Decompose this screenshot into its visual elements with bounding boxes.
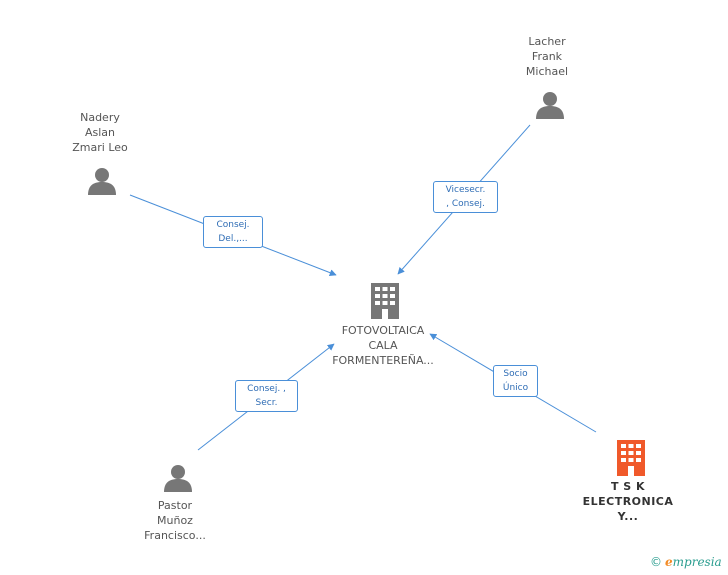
person-lacher-line-3: Michael (525, 65, 569, 78)
building-icon (617, 440, 645, 476)
person-lacher-line-1: Lacher (528, 35, 566, 48)
company-tsk-line-1: T S K (610, 480, 646, 493)
person-icon (88, 168, 116, 195)
person-lacher-line-2: Frank (531, 50, 563, 63)
brand-name: mpresia (672, 555, 722, 569)
center-company-label[interactable]: FOTOVOLTAICA CALA FORMENTEREÑA... (313, 323, 453, 368)
copyright-symbol: © (650, 555, 662, 569)
edge-label-pastor[interactable]: Consej. , Secr. (235, 380, 298, 412)
brand-watermark: ©empresia (650, 555, 722, 569)
center-line-2: CALA (368, 339, 398, 352)
person-nadery-line-1: Nadery (80, 111, 120, 124)
person-nadery-line-3: Zmari Leo (72, 141, 128, 154)
center-line-3: FORMENTEREÑA... (332, 354, 434, 367)
edge-label-tsk[interactable]: Socio Único (493, 365, 538, 397)
person-icon (536, 92, 564, 119)
person-pastor-line-1: Pastor (157, 499, 193, 512)
edge-nadery-line-2: Del.,... (218, 234, 248, 244)
person-pastor-line-2: Muñoz (157, 514, 193, 527)
brand-e: e (665, 555, 673, 569)
center-line-1: FOTOVOLTAICA (341, 324, 425, 337)
person-pastor-line-3: Francisco... (144, 529, 206, 542)
company-label-tsk[interactable]: T S K ELECTRONICA Y... (558, 479, 698, 524)
person-label-nadery[interactable]: Nadery Aslan Zmari Leo (30, 110, 170, 155)
edge-tsk-line-2: Único (502, 383, 529, 393)
building-icon (371, 283, 399, 319)
edge-lacher-line-1: Vicesecr. (445, 185, 486, 195)
edge-label-lacher[interactable]: Vicesecr. , Consej. (433, 181, 498, 213)
edge-tsk-line-1: Socio (503, 369, 528, 379)
edge-pastor-line-2: Secr. (255, 398, 278, 408)
person-icon (164, 465, 192, 492)
person-label-lacher[interactable]: Lacher Frank Michael (477, 34, 617, 79)
edge-pastor-line-1: Consej. , (247, 384, 286, 394)
edge-lacher-line-2: , Consej. (446, 199, 485, 209)
edge-label-nadery[interactable]: Consej. Del.,... (203, 216, 263, 248)
company-tsk-line-2: ELECTRONICA (582, 495, 674, 508)
person-nadery-line-2: Aslan (84, 126, 116, 139)
edge-nadery-line-1: Consej. (216, 220, 250, 230)
person-label-pastor[interactable]: Pastor Muñoz Francisco... (105, 498, 245, 543)
company-tsk-line-3: Y... (617, 510, 639, 523)
